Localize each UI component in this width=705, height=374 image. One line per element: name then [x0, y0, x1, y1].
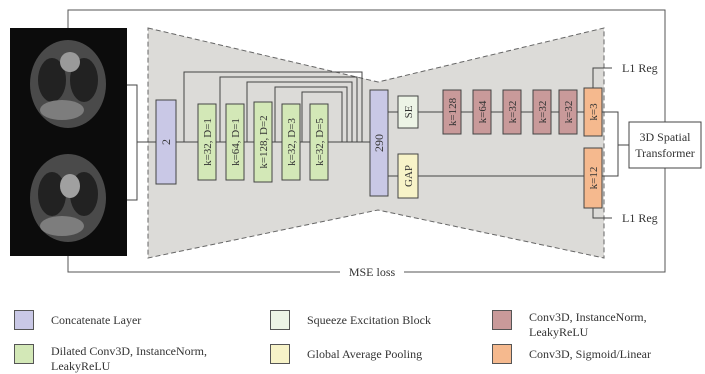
dilated-block-3: k=32, D=3 — [281, 103, 301, 181]
l1-reg-bottom-label: L1 Reg — [622, 211, 658, 225]
legend-label-concat: Concatenate Layer — [51, 313, 142, 327]
l1-reg-bottom-line — [592, 208, 612, 219]
legend-item-gap: Global Average Pooling — [270, 344, 467, 364]
output-head-bottom-label: k=12 — [588, 167, 600, 190]
legend-label-dilated: Dilated Conv3D, InstanceNorm, LeakyReLU — [51, 344, 207, 373]
input-image-fixed — [10, 28, 127, 143]
bottleneck-concat-label: 290 — [372, 134, 386, 152]
gap-label: GAP — [403, 165, 415, 187]
se-label: SE — [403, 105, 415, 118]
network-diagram: MSE loss 2 k=32, D=1 k=64, D=1 k=128, — [10, 9, 702, 279]
dilated-block-label: k=32, D=3 — [286, 118, 298, 166]
dilated-block-label: k=128, D=2 — [258, 115, 270, 168]
spatial-transformer-label-line1: 3D Spatial — [640, 130, 692, 144]
l1-reg-top-label: L1 Reg — [622, 61, 658, 75]
legend-swatch-dilated — [14, 344, 34, 364]
conv-block-label: k=32 — [563, 101, 575, 124]
input-image-moving — [10, 143, 127, 256]
legend-label-conv-norm: Conv3D, InstanceNorm, LeakyReLU — [529, 310, 647, 339]
skip-connection-0 — [183, 71, 363, 142]
legend-item-dilated: Dilated Conv3D, InstanceNorm, LeakyReLU — [14, 344, 261, 374]
legend-swatch-concat — [14, 310, 34, 330]
dilated-block-label: k=64, D=1 — [230, 118, 242, 166]
spatial-transformer-label-line2: Transformer — [635, 146, 695, 160]
dilated-block-1: k=64, D=1 — [225, 103, 245, 181]
conv-block-2: k=32 — [502, 89, 522, 135]
legend-item-conv-norm: Conv3D, InstanceNorm, LeakyReLU — [492, 310, 669, 340]
legend-swatch-conv-norm — [492, 310, 512, 330]
dilated-block-4: k=32, D=5 — [309, 103, 329, 181]
dilated-block-label: k=32, D=1 — [202, 118, 214, 166]
legend-item-se: Squeeze Excitation Block — [270, 310, 467, 330]
dilated-block-0: k=32, D=1 — [197, 103, 217, 181]
skip-connection-3 — [274, 86, 348, 142]
skip-connection-2 — [246, 81, 353, 142]
conv-block-label: k=64 — [477, 100, 489, 123]
legend-swatch-conv-sig — [492, 344, 512, 364]
heads-to-transformer-line — [602, 111, 619, 177]
mse-loss-label-bg — [340, 265, 404, 279]
conv-block-label: k=32 — [507, 101, 519, 124]
transformer-top-loop — [67, 9, 666, 122]
legend-swatch-gap — [270, 344, 290, 364]
legend-label-se: Squeeze Excitation Block — [307, 313, 431, 327]
legend-swatch-se — [270, 310, 290, 330]
dilated-block-label: k=32, D=5 — [314, 118, 326, 166]
skip-connection-4 — [301, 91, 343, 142]
spatial-transformer-block — [628, 121, 702, 169]
dilated-block-2: k=128, D=2 — [253, 101, 273, 183]
legend-item-concat: Concatenate Layer — [14, 310, 211, 330]
conv-block-1: k=64 — [472, 89, 492, 135]
input-connector — [127, 84, 138, 201]
conv-block-3: k=32 — [532, 89, 552, 135]
bottleneck-concat-block — [369, 89, 389, 197]
mse-loss-label: MSE loss — [349, 265, 396, 279]
output-head-top-label: k=3 — [588, 103, 600, 121]
conv-block-0: k=128 — [442, 89, 462, 135]
skip-connection-1 — [219, 76, 358, 142]
legend-label-conv-sig: Conv3D, Sigmoid/Linear — [529, 347, 651, 361]
l1-reg-top-line — [592, 67, 612, 88]
conv-block-4: k=32 — [558, 89, 578, 135]
legend-item-conv-sig: Conv3D, Sigmoid/Linear — [492, 344, 679, 364]
legend: Concatenate Layer Squeeze Excitation Blo… — [0, 290, 705, 374]
concatenate-layer-label: 2 — [159, 139, 173, 145]
conv-block-label: k=32 — [537, 101, 549, 124]
conv-block-label: k=128 — [447, 97, 459, 126]
legend-label-gap: Global Average Pooling — [307, 347, 423, 361]
